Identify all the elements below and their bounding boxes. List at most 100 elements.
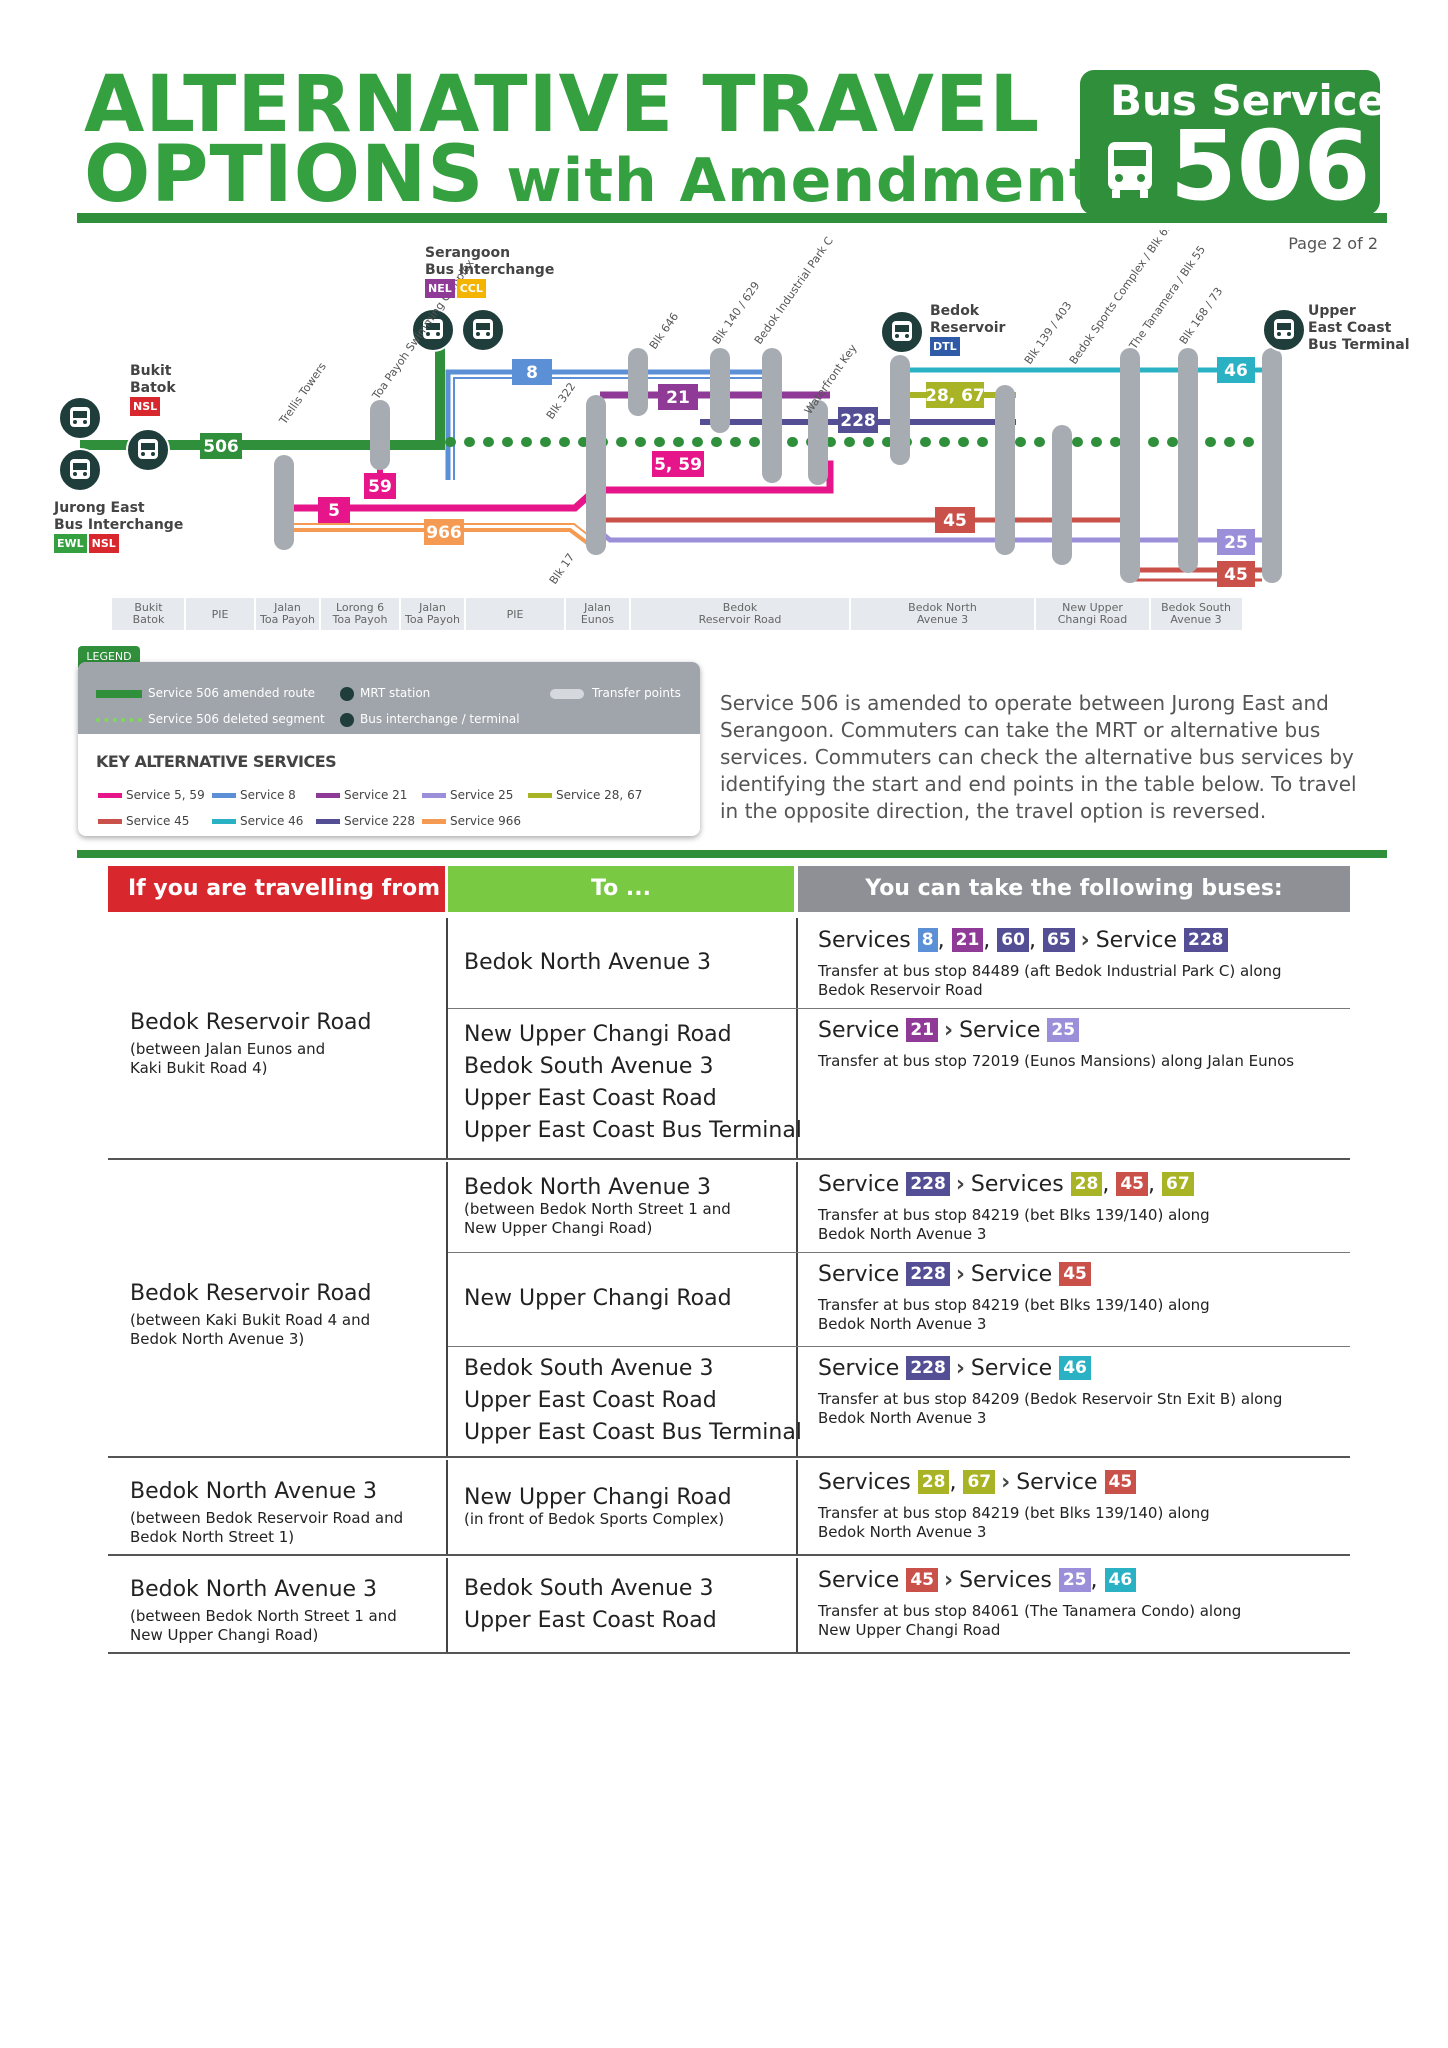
transfer-arrow-icon: › — [955, 1262, 965, 1287]
transfer-note: Bedok North Avenue 3 — [818, 1315, 987, 1333]
bus-stop-icon — [58, 396, 102, 440]
key-item: Service 46 — [212, 814, 303, 828]
svg-text:45: 45 — [1224, 565, 1248, 585]
to-location: Upper East Coast Road — [464, 1608, 717, 1633]
column-divider — [796, 1162, 798, 1456]
service-word: Service — [818, 1262, 907, 1287]
service-badge: 28 — [917, 1470, 950, 1494]
transfer-arrow-icon: › — [1001, 1470, 1011, 1495]
header-to: To ... — [448, 866, 794, 912]
from-detail: Bedok North Street 1) — [130, 1528, 295, 1546]
svg-text:45: 45 — [943, 511, 967, 531]
stop-label: Blk 646 — [647, 310, 681, 351]
route-label: 28, 67 — [925, 382, 985, 408]
from-location: Bedok Reservoir Road — [130, 1281, 372, 1306]
service-badge: 65 — [1042, 928, 1075, 952]
key-swatch — [422, 793, 446, 798]
service-badge: 228 — [906, 1172, 950, 1196]
service-badge: 8 — [917, 928, 938, 952]
svg-text:228: 228 — [840, 411, 876, 431]
service-badge: 45 — [1059, 1262, 1091, 1286]
bukit-batok-name1: Bukit — [130, 363, 172, 379]
serangoon-sub: Bus Interchange — [425, 262, 555, 278]
legend-interchange-label: Bus interchange / terminal — [360, 712, 520, 726]
legend-interchange: Bus interchange / terminal — [340, 712, 520, 727]
service-word: Service — [818, 1356, 907, 1381]
road-segment-label: New Upper — [1062, 601, 1123, 614]
to-location: Bedok South Avenue 3 — [464, 1576, 714, 1601]
transfer-note: Transfer at bus stop 72019 (Eunos Mansio… — [818, 1052, 1295, 1070]
to-location: New Upper Changi Road — [464, 1286, 732, 1311]
transfer-note: Bedok North Avenue 3 — [818, 1523, 987, 1541]
to-detail: New Upper Changi Road) — [464, 1219, 653, 1237]
service-word: Service — [818, 1018, 907, 1043]
road-segment-label: Changi Road — [1058, 613, 1128, 626]
from-detail: Bedok North Avenue 3) — [130, 1330, 305, 1348]
road-segment-label: Bukit — [134, 601, 163, 614]
to-detail: (between Bedok North Street 1 and — [464, 1200, 731, 1218]
bus-service-label: Bus Service — [1110, 76, 1387, 125]
service-word: Service — [970, 1356, 1060, 1381]
service-badge: 28 — [1070, 1172, 1103, 1196]
deleted-swatch — [96, 717, 142, 722]
svg-text:59: 59 — [368, 477, 392, 497]
legend-mrt: MRT station — [340, 686, 430, 701]
service-word: Services — [970, 1172, 1071, 1197]
mrt-icon — [340, 686, 354, 701]
svg-text:5, 59: 5, 59 — [654, 455, 702, 475]
key-item: Service 228 — [316, 814, 415, 828]
jurong-name1: Jurong East — [54, 500, 145, 516]
column-divider — [796, 1460, 798, 1554]
group-divider — [108, 1652, 1350, 1654]
transfer-note: Transfer at bus stop 84219 (bet Blks 139… — [818, 1504, 1210, 1522]
key-item: Service 28, 67 — [528, 788, 642, 802]
uec-name2: East Coast — [1308, 320, 1392, 336]
service-badge: 67 — [963, 1470, 996, 1494]
route-label: 506 — [200, 433, 242, 459]
ccl-tag: CCL — [456, 279, 486, 298]
column-divider — [446, 918, 448, 1158]
group-divider — [108, 1456, 1350, 1458]
road-segment-label: PIE — [212, 608, 229, 621]
to-location: Bedok North Avenue 3 — [464, 1175, 712, 1200]
transfer-arrow-icon: › — [943, 1568, 954, 1593]
svg-text:25: 25 — [1224, 533, 1248, 553]
title-amendment: with Amendment of — [484, 146, 1190, 216]
column-divider — [796, 1558, 798, 1652]
key-item: Service 45 — [98, 814, 189, 828]
key-label: Service 8 — [240, 788, 296, 802]
bedok-res-name1: Bedok — [930, 303, 980, 319]
dtl-tag: DTL — [930, 337, 960, 356]
transfer-note: Transfer at bus stop 84061 (The Tanamera… — [818, 1602, 1242, 1620]
service-badge: 21 — [906, 1018, 938, 1042]
road-segment-label: Bedok — [723, 601, 758, 614]
service-badge: 228 — [906, 1262, 950, 1286]
stop-label: Bedok Industrial Park C — [752, 234, 836, 347]
bus-stop-icon — [58, 448, 102, 492]
nsl-tag-2: NSL — [88, 534, 119, 553]
title-rule — [77, 213, 1387, 223]
from-location: Bedok North Avenue 3 — [130, 1479, 378, 1504]
comma: , — [1102, 1172, 1117, 1197]
road-segment-label: Jalan — [273, 601, 301, 614]
road-segment-label: Jalan — [583, 601, 611, 614]
stop-label: Blk 322 — [544, 380, 578, 421]
from-detail: (between Jalan Eunos and — [130, 1040, 326, 1058]
legend-top-panel — [78, 662, 700, 734]
to-location: Bedok South Avenue 3 — [464, 1054, 714, 1079]
bedok-res-name2: Reservoir — [930, 320, 1006, 336]
service-word: Service — [818, 1568, 907, 1593]
route-label: 45 — [1217, 561, 1255, 587]
key-label: Service 228 — [344, 814, 416, 828]
road-segment-label: Avenue 3 — [1170, 613, 1221, 626]
svg-text:5: 5 — [328, 501, 340, 521]
transfer-note: Transfer at bus stop 84489 (aft Bedok In… — [818, 962, 1282, 980]
service-word: Service — [1095, 928, 1185, 953]
service-badge: 45 — [906, 1568, 938, 1592]
bus-stop-icon — [1262, 308, 1306, 352]
column-divider — [446, 1162, 448, 1456]
bus-service-number: 506 — [1170, 110, 1371, 222]
key-label: Service 966 — [450, 814, 522, 828]
legend-deleted-label: Service 506 deleted segment — [148, 712, 325, 726]
